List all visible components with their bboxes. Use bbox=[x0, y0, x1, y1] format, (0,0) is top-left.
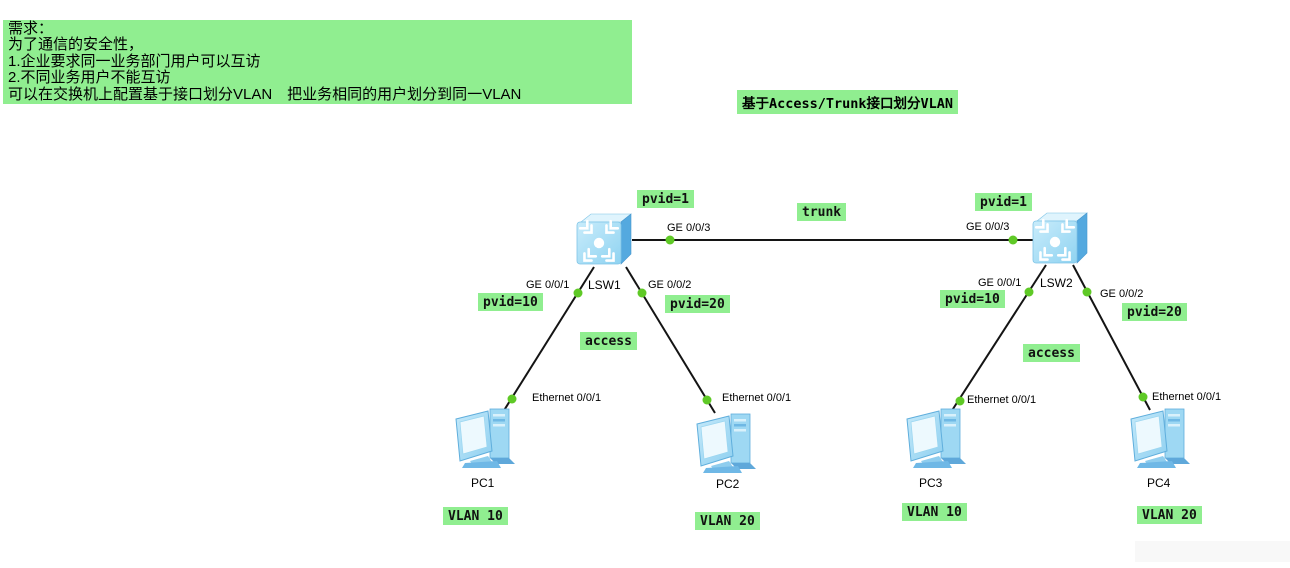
vlan-tag-pc4[interactable]: VLAN 20 bbox=[1137, 506, 1202, 524]
pvid-tag-lsw2-ge2[interactable]: pvid=20 bbox=[1122, 303, 1187, 321]
port-label-lsw2-ge3: GE 0/0/3 bbox=[966, 221, 1010, 233]
vlan-tag-pc3[interactable]: VLAN 10 bbox=[902, 503, 967, 521]
pvid-tag-lsw2-ge1[interactable]: pvid=10 bbox=[940, 290, 1005, 308]
port-label-lsw1-ge3: GE 0/0/3 bbox=[667, 222, 711, 234]
port-label-pc3-eth: Ethernet 0/0/1 bbox=[967, 394, 1037, 406]
link-lsw2-pc4[interactable] bbox=[1072, 264, 1151, 411]
pvid-tag-lsw1-uplink[interactable]: pvid=1 bbox=[637, 190, 694, 208]
requirements-line: 为了通信的安全性， bbox=[8, 36, 144, 54]
device-name-lsw2: LSW2 bbox=[1040, 276, 1073, 290]
port-status-dot bbox=[637, 288, 647, 298]
requirements-line: 需求： bbox=[8, 20, 54, 37]
access-tag-lsw1[interactable]: access bbox=[580, 332, 637, 350]
access-tag-lsw2[interactable]: access bbox=[1023, 344, 1080, 362]
port-status-dot bbox=[573, 288, 583, 298]
port-status-dot bbox=[1138, 392, 1148, 402]
port-label-lsw1-ge2: GE 0/0/2 bbox=[648, 279, 692, 291]
device-name-pc2: PC2 bbox=[716, 477, 740, 491]
requirements-line: 可以在交换机上配置基于接口划分VLAN 把业务相同的用户划分到同一VLAN bbox=[8, 85, 522, 103]
vlan-tag-pc2[interactable]: VLAN 20 bbox=[695, 512, 760, 530]
port-label-lsw2-ge2: GE 0/0/2 bbox=[1100, 288, 1144, 300]
pvid-tag-lsw1-ge1[interactable]: pvid=10 bbox=[478, 293, 543, 311]
port-status-dot bbox=[507, 394, 517, 404]
trunk-tag[interactable]: trunk bbox=[797, 203, 847, 221]
port-label-pc4-eth: Ethernet 0/0/1 bbox=[1152, 391, 1222, 403]
port-status-dot bbox=[665, 235, 675, 245]
device-name-lsw1: LSW1 bbox=[588, 278, 621, 292]
pc1-icon[interactable] bbox=[453, 404, 517, 477]
port-status-dot bbox=[1008, 235, 1018, 245]
requirements-note[interactable]: 需求： 为了通信的安全性， 1.企业要求同一业务部门用户可以互访 2.不同业务用… bbox=[3, 20, 632, 104]
pc4-icon[interactable] bbox=[1128, 404, 1192, 477]
switch-lsw2-icon[interactable] bbox=[1031, 211, 1091, 272]
port-status-dot bbox=[955, 396, 965, 406]
pvid-tag-lsw2-uplink[interactable]: pvid=1 bbox=[975, 193, 1032, 211]
pc3-icon[interactable] bbox=[904, 404, 968, 477]
port-label-pc2-eth: Ethernet 0/0/1 bbox=[722, 392, 792, 404]
port-status-dot bbox=[1024, 287, 1034, 297]
vlan-tag-pc1[interactable]: VLAN 10 bbox=[443, 507, 508, 525]
corner-highlight-strip bbox=[1135, 541, 1290, 562]
pc2-icon[interactable] bbox=[694, 409, 758, 482]
port-status-dot bbox=[702, 395, 712, 405]
requirements-line: 2.不同业务用户不能互访 bbox=[8, 69, 171, 87]
device-name-pc4: PC4 bbox=[1147, 476, 1171, 490]
pvid-tag-lsw1-ge2[interactable]: pvid=20 bbox=[665, 295, 730, 313]
port-label-lsw2-ge1: GE 0/0/1 bbox=[978, 277, 1022, 289]
port-label-pc1-eth: Ethernet 0/0/1 bbox=[532, 392, 602, 404]
device-name-pc1: PC1 bbox=[471, 476, 495, 490]
port-label-lsw1-ge1: GE 0/0/1 bbox=[526, 279, 570, 291]
requirements-line: 1.企业要求同一业务部门用户可以互访 bbox=[8, 52, 261, 70]
device-name-pc3: PC3 bbox=[919, 476, 943, 490]
topic-label[interactable]: 基于Access/Trunk接口划分VLAN bbox=[737, 90, 959, 114]
switch-lsw1-icon[interactable] bbox=[575, 212, 635, 273]
port-status-dot bbox=[1082, 287, 1092, 297]
